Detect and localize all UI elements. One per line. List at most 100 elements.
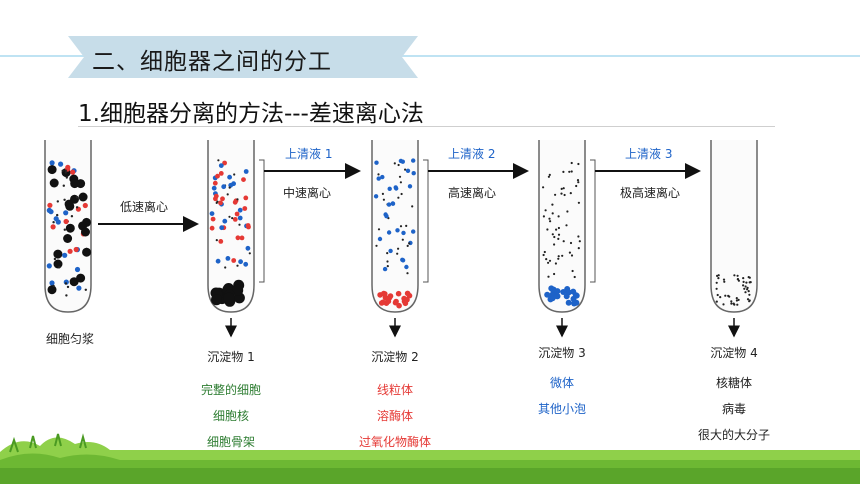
- particle-dot: [382, 198, 385, 201]
- particle-dot: [236, 264, 239, 267]
- particle-dot: [220, 196, 225, 202]
- particle-dot: [577, 235, 580, 238]
- grass-decoration: [0, 433, 860, 484]
- sediment-1-label: 沉淀物 1: [207, 350, 255, 364]
- pellet-dot: [554, 288, 561, 295]
- particle-dot: [578, 240, 581, 243]
- particle-dot: [390, 201, 395, 206]
- pellet-dot: [735, 299, 739, 302]
- pellet-dot: [717, 277, 720, 280]
- sediment-1-item: 细胞核: [212, 409, 249, 423]
- particle-dot: [401, 238, 404, 241]
- particle-dot: [243, 195, 249, 201]
- particle-dot: [217, 159, 220, 162]
- particle-dot: [377, 228, 381, 231]
- particle-dot: [231, 217, 234, 220]
- pellet-dot: [746, 298, 750, 301]
- particle-dot: [398, 175, 402, 178]
- particle-dot: [573, 275, 576, 279]
- pellet-dot: [715, 281, 718, 284]
- pellet-dot: [733, 303, 736, 306]
- particle-dot: [49, 160, 55, 166]
- particle-dot: [397, 247, 400, 250]
- sediment-4-item: 核糖体: [715, 376, 752, 390]
- tube-1: [44, 140, 92, 313]
- particle-dot: [64, 282, 68, 285]
- particle-dot: [557, 215, 560, 218]
- particle-dot: [548, 259, 552, 262]
- title-banner: [68, 36, 418, 78]
- particle-dot: [568, 170, 571, 173]
- pellet-dot: [404, 297, 410, 303]
- particle-dot: [226, 193, 229, 196]
- particle-dot: [561, 254, 564, 257]
- particle-dot: [47, 202, 53, 208]
- particle-dot: [386, 252, 389, 255]
- particle-dot: [411, 158, 416, 163]
- pellet-dot: [715, 287, 718, 290]
- particle-dot: [82, 202, 88, 209]
- pellet-dot: [737, 279, 741, 282]
- particle-dot: [386, 260, 389, 263]
- pellet-dot: [232, 284, 244, 296]
- particle-dot: [222, 160, 228, 166]
- sediment-2-item: 溶酶体: [376, 409, 413, 423]
- particle-dot: [225, 256, 231, 261]
- particle-dot: [384, 214, 389, 219]
- particle-dot: [570, 254, 574, 257]
- pellet-dot: [748, 293, 751, 296]
- particle-dot: [551, 203, 554, 206]
- particle-dot: [63, 210, 69, 216]
- particle-dot: [47, 285, 57, 295]
- particle-dot: [56, 200, 59, 203]
- sediment-2-label: 沉淀物 2: [371, 350, 419, 364]
- particle-dot: [64, 169, 67, 172]
- particle-dot: [408, 242, 411, 245]
- pellet-dot: [570, 295, 577, 302]
- pellet-dot: [744, 285, 747, 288]
- pellet-dot: [736, 303, 739, 306]
- particle-dot: [63, 228, 66, 231]
- page-title: 二、细胞器之间的分工: [92, 49, 332, 75]
- particle-dot: [63, 234, 73, 243]
- pellet-dot: [743, 287, 746, 290]
- particle-dot: [555, 228, 558, 231]
- particle-dot: [557, 255, 560, 258]
- particle-dot: [560, 192, 563, 195]
- particle-dot: [65, 294, 68, 297]
- particle-dot: [553, 243, 556, 246]
- particle-dot: [542, 186, 545, 189]
- particle-dot: [46, 263, 52, 269]
- particle-dot: [562, 240, 565, 243]
- particle-dot: [553, 272, 556, 276]
- particle-dot: [243, 261, 249, 267]
- sediment-4-label: 沉淀物 4: [710, 346, 758, 360]
- particle-dot: [78, 192, 88, 202]
- particle-dot: [386, 202, 392, 207]
- bracket-3: [590, 159, 596, 283]
- particle-dot: [52, 284, 55, 288]
- supernatant-label-2: 上清液 2: [448, 147, 496, 161]
- pellet-dot: [737, 298, 740, 301]
- particle-dot: [219, 225, 225, 231]
- particle-dot: [216, 200, 219, 203]
- particle-dot: [381, 192, 384, 195]
- particle-dot: [565, 224, 568, 227]
- particle-dot: [47, 165, 57, 175]
- sediment-3-label: 沉淀物 3: [538, 346, 586, 360]
- pellet-dot: [733, 274, 736, 277]
- particle-dot: [569, 241, 573, 245]
- particle-dot: [400, 192, 403, 196]
- tube-2: [207, 140, 255, 313]
- particle-dot: [399, 181, 402, 184]
- particle-dot: [549, 220, 552, 223]
- pellet-dot: [570, 288, 577, 295]
- particle-dot: [239, 235, 245, 241]
- particle-dot: [241, 177, 246, 183]
- particle-dot: [245, 245, 251, 251]
- pellet-dot: [549, 295, 556, 302]
- particle-dot: [65, 223, 75, 233]
- sediment-4-item: 很大的大分子: [697, 428, 770, 442]
- bracket-1: [259, 159, 265, 283]
- particle-dot: [82, 247, 92, 257]
